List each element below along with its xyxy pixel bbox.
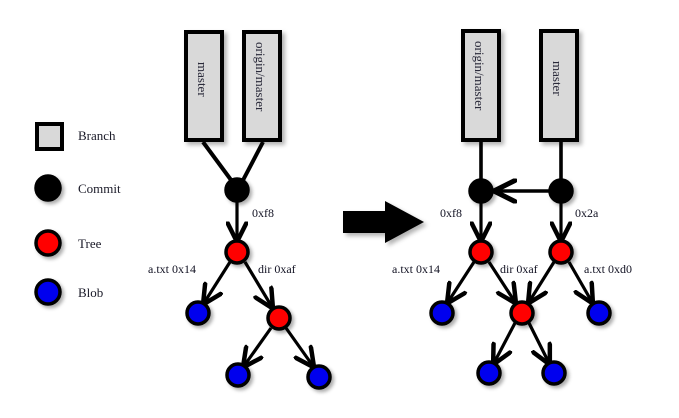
right-blob-node-dir-1 — [476, 360, 502, 386]
right-edge-treef8-to-dir — [487, 261, 515, 302]
left-branch-box-origin-master — [242, 30, 282, 142]
right-branch-label-master: master — [550, 61, 565, 96]
left-edge-originmaster-to-commit — [239, 141, 265, 185]
legend-label-branch: Branch — [78, 128, 116, 143]
right-commit-hash-2a: 0x2a — [575, 206, 599, 220]
right-blob-node-atxt-d0 — [586, 300, 612, 326]
right-edge-treef8-to-blob-atxt14 — [448, 261, 476, 302]
right-branch-box-master — [539, 29, 579, 142]
left-branch-box-master — [184, 30, 224, 142]
left-edge-dir-to-blob-1 — [244, 327, 273, 366]
left-commit-node-f8 — [224, 177, 250, 203]
left-edge-tree-to-blob-atxt — [204, 261, 232, 303]
right-commit-node-2a — [548, 178, 574, 204]
right-tree-node-dir — [509, 300, 535, 326]
legend-branch-swatch — [35, 122, 64, 151]
left-edge-dir-to-blob-2 — [284, 327, 313, 366]
right-edge-dir-to-blob-1 — [494, 322, 517, 363]
right-tree-node-f8 — [468, 239, 494, 265]
left-edge-label-atxt: a.txt 0x14 — [148, 262, 196, 276]
right-edge-label-atxt-d0: a.txt 0xd0 — [584, 262, 632, 276]
left-graph — [184, 30, 332, 390]
right-blob-node-atxt-14 — [429, 300, 455, 326]
right-edge-tree2a-to-blob-atxtd0 — [567, 261, 592, 302]
right-commit-hash-f8: 0xf8 — [440, 206, 462, 220]
left-commit-hash-f8: 0xf8 — [252, 206, 274, 220]
left-edge-tree-to-dir — [243, 261, 272, 307]
left-branch-label-origin-master: origin/master — [253, 42, 268, 112]
right-edge-label-dir: dir 0xaf — [500, 262, 538, 276]
right-edge-label-atxt-14: a.txt 0x14 — [392, 262, 440, 276]
legend-group — [34, 122, 64, 306]
right-edge-tree2a-to-dir — [529, 261, 556, 302]
legend-tree-swatch — [34, 229, 62, 257]
left-edge-master-to-commit — [201, 140, 236, 186]
left-edge-label-dir: dir 0xaf — [258, 262, 296, 276]
legend-label-blob: Blob — [78, 285, 104, 300]
right-graph — [429, 29, 612, 386]
legend-commit-swatch — [34, 174, 62, 202]
left-blob-node-dir-1 — [225, 362, 251, 388]
left-blob-node-atxt — [185, 300, 211, 326]
left-branch-label-master: master — [195, 62, 210, 97]
left-tree-node-root — [224, 239, 250, 265]
right-tree-node-2a — [548, 239, 574, 265]
legend-label-tree: Tree — [78, 236, 102, 251]
left-tree-node-dir — [266, 305, 292, 331]
right-edge-dir-to-blob-2 — [527, 322, 549, 363]
legend-blob-swatch — [34, 278, 62, 306]
right-branch-label-origin-master: origin/master — [472, 41, 487, 111]
transition-arrow — [343, 201, 424, 243]
legend-label-commit: Commit — [78, 181, 121, 196]
right-blob-node-dir-2 — [541, 360, 567, 386]
right-commit-node-f8 — [468, 178, 494, 204]
left-blob-node-dir-2 — [306, 364, 332, 390]
right-branch-box-origin-master — [461, 29, 501, 142]
